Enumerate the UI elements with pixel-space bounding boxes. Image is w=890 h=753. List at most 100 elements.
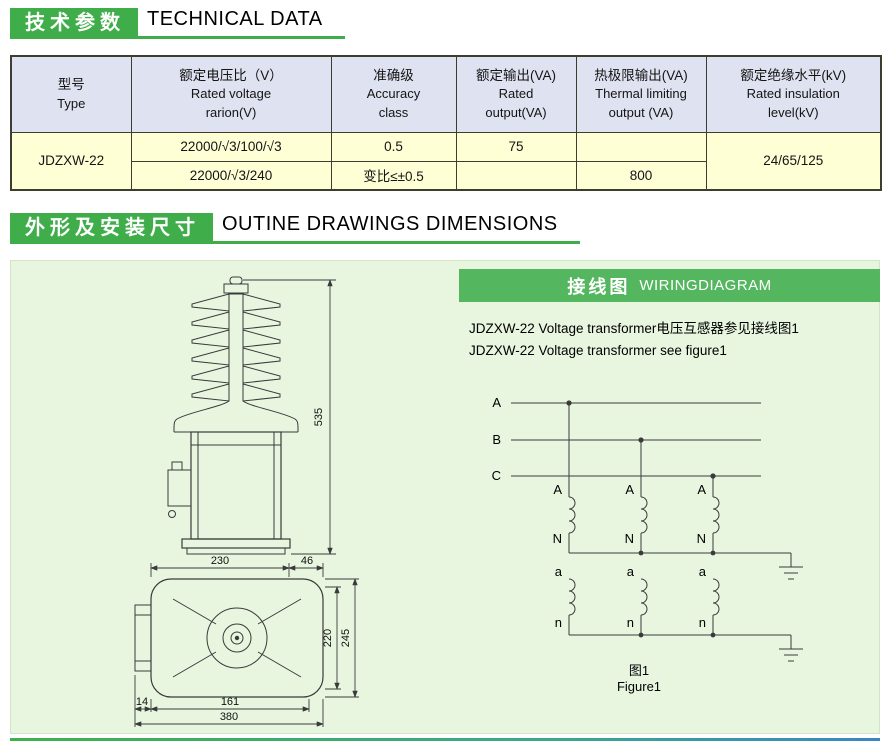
header-line: 额定电压比（V） bbox=[179, 67, 283, 83]
dim-230-label: 230 bbox=[211, 555, 229, 567]
secondary-coil bbox=[712, 578, 720, 616]
cell-ratio: 22000/√3/240 bbox=[130, 160, 332, 191]
header-line: Rated insulation bbox=[746, 86, 840, 102]
dim-220-label: 220 bbox=[322, 629, 334, 647]
technical-data-title: TECHNICAL DATA bbox=[138, 8, 345, 39]
col-header-voltage-ratio: 额定电压比（V） Rated voltage rarion(V) bbox=[130, 55, 332, 133]
plan-view: 230 46 220 245 bbox=[134, 555, 359, 727]
wiring-note-line-1: JDZXW-22 Voltage transformer电压互感器参见接线图1 bbox=[469, 321, 799, 336]
technical-data-badge: 技术参数 bbox=[10, 8, 138, 39]
dim-535-label: 535 bbox=[313, 408, 325, 426]
dim-46-label: 46 bbox=[301, 555, 313, 567]
primary-coil bbox=[640, 496, 648, 534]
header-line: output (VA) bbox=[608, 105, 674, 121]
phase-c-label: C bbox=[492, 468, 501, 483]
primary-n-label: N bbox=[553, 531, 562, 546]
neutral-bus-primary bbox=[569, 550, 803, 580]
primary-a-label: A bbox=[697, 482, 706, 497]
vt-column-1: A N a n bbox=[553, 400, 576, 636]
base bbox=[181, 538, 291, 555]
secondary-a-label: a bbox=[555, 564, 563, 579]
primary-a-label: A bbox=[553, 482, 562, 497]
dim-245-label: 245 bbox=[340, 629, 352, 647]
vt-column-2: A N a n bbox=[625, 437, 648, 636]
tank-body bbox=[190, 431, 282, 540]
wiring-notes: JDZXW-22 Voltage transformer电压互感器参见接线图1 … bbox=[469, 318, 881, 361]
primary-n-label: N bbox=[697, 531, 706, 546]
outline-drawing-area: 535 bbox=[11, 269, 459, 733]
primary-coil bbox=[568, 496, 576, 534]
technical-data-table: 型号 Type 额定电压比（V） Rated voltage rarion(V)… bbox=[10, 55, 882, 191]
insulator-sheds bbox=[191, 293, 281, 402]
technical-data-heading: 技术参数 TECHNICAL DATA bbox=[10, 8, 880, 39]
header-line: class bbox=[378, 105, 409, 121]
wiring-header-en: WIRINGDIAGRAM bbox=[639, 277, 772, 294]
cell-accuracy: 0.5 bbox=[330, 131, 457, 162]
col-header-thermal-output: 热极限输出(VA) Thermal limiting output (VA) bbox=[575, 55, 707, 133]
col-header-type: 型号 Type bbox=[10, 55, 132, 133]
wiring-diagram-header: 接线图 WIRINGDIAGRAM bbox=[459, 269, 880, 302]
header-line: Accuracy bbox=[366, 86, 421, 102]
primary-n-label: N bbox=[625, 531, 634, 546]
header-line: Type bbox=[57, 95, 86, 111]
side-bracket bbox=[167, 461, 192, 518]
secondary-a-label: a bbox=[699, 564, 707, 579]
cell-rated-output bbox=[455, 160, 577, 191]
header-line: 热极限输出(VA) bbox=[594, 67, 688, 83]
phase-lines: A B C bbox=[492, 395, 761, 483]
table-row: JDZXW-22 22000/√3/100/√3 0.5 75 24/65/12… bbox=[10, 131, 882, 191]
cell-thermal-output bbox=[575, 131, 707, 162]
vt-column-3: A N a n bbox=[697, 473, 720, 636]
table-row: 22000/√3/240 变比≤±0.5 800 bbox=[11, 160, 881, 191]
dimension-right: 220 245 bbox=[322, 578, 359, 698]
center-bushing bbox=[172, 598, 302, 678]
outline-heading: 外形及安装尺寸 OUTINE DRAWINGS DIMENSIONS bbox=[10, 213, 880, 244]
header-line: output(VA) bbox=[485, 105, 547, 121]
wiring-header-cn: 接线图 bbox=[567, 276, 631, 297]
header-line: Rated bbox=[498, 86, 534, 102]
phase-a-label: A bbox=[492, 395, 501, 410]
neutral-bus-secondary bbox=[569, 632, 803, 662]
outline-title: OUTINE DRAWINGS DIMENSIONS bbox=[213, 213, 580, 244]
header-line: rarion(V) bbox=[205, 105, 257, 121]
table-header-row: 型号 Type 额定电压比（V） Rated voltage rarion(V)… bbox=[10, 55, 882, 133]
outline-panel: 535 bbox=[10, 260, 880, 734]
secondary-n-label: n bbox=[627, 615, 634, 630]
header-line: 准确级 bbox=[373, 67, 414, 83]
dimension-bottom: 14 161 380 bbox=[134, 675, 324, 727]
cell-insulation: 24/65/125 bbox=[705, 131, 882, 191]
phase-b-label: B bbox=[492, 432, 501, 447]
header-line: level(kV) bbox=[767, 105, 819, 121]
cell-thermal-output: 800 bbox=[575, 160, 707, 191]
ground-symbol bbox=[779, 553, 803, 580]
footer-rule bbox=[10, 738, 880, 741]
primary-a-label: A bbox=[625, 482, 634, 497]
dim-161-label: 161 bbox=[221, 696, 239, 708]
dimension-height: 535 bbox=[243, 279, 336, 555]
cell-accuracy: 变比≤±0.5 bbox=[330, 160, 457, 191]
elevation-view: 535 bbox=[167, 276, 336, 555]
mounting-flange bbox=[134, 604, 152, 672]
cell-type: JDZXW-22 bbox=[10, 131, 132, 191]
cell-ratio: 22000/√3/100/√3 bbox=[130, 131, 332, 162]
wiring-area: 接线图 WIRINGDIAGRAM JDZXW-22 Voltage trans… bbox=[459, 269, 881, 733]
header-line: Rated voltage bbox=[190, 86, 272, 102]
col-header-rated-output: 额定输出(VA) Rated output(VA) bbox=[455, 55, 577, 133]
wiring-diagram: A B C A N a n bbox=[492, 395, 803, 694]
secondary-coil bbox=[640, 578, 648, 616]
ground-symbol bbox=[779, 635, 803, 662]
secondary-n-label: n bbox=[699, 615, 706, 630]
bell-skirt bbox=[173, 400, 299, 433]
figure-caption: 图1 Figure1 bbox=[617, 663, 661, 694]
cell-rated-output: 75 bbox=[455, 131, 577, 162]
header-line: 额定输出(VA) bbox=[476, 67, 556, 83]
figure-caption-cn: 图1 bbox=[629, 663, 649, 678]
dim-14-label: 14 bbox=[136, 696, 148, 708]
wiring-note-line-2: JDZXW-22 Voltage transformer see figure1 bbox=[469, 342, 727, 358]
header-line: Thermal limiting bbox=[595, 86, 687, 102]
col-header-accuracy: 准确级 Accuracy class bbox=[330, 55, 457, 133]
secondary-a-label: a bbox=[627, 564, 635, 579]
outline-badge: 外形及安装尺寸 bbox=[10, 213, 213, 244]
dim-380-label: 380 bbox=[220, 711, 238, 723]
